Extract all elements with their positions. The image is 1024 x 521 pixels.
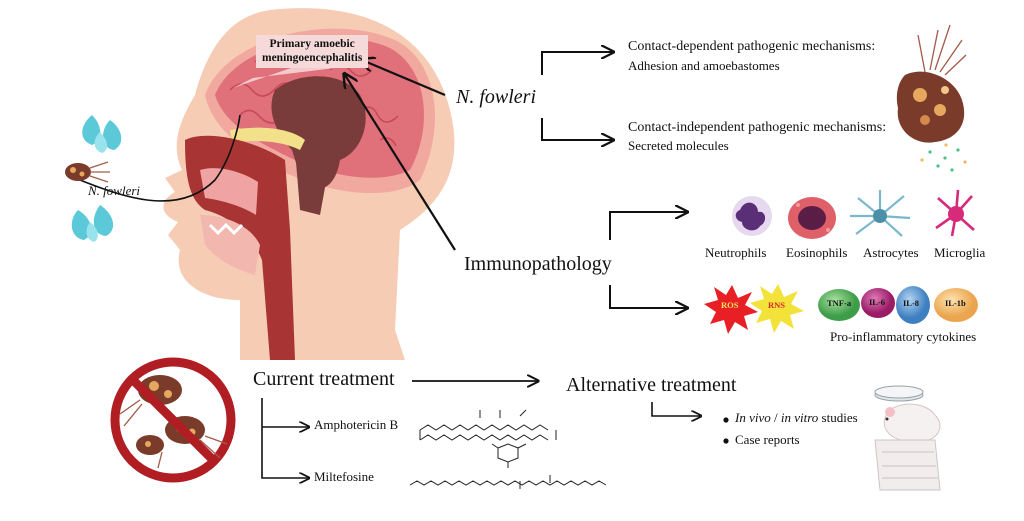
current-treatment-label: Current treatment xyxy=(253,368,395,390)
cell-label-neutrophils: Neutrophils xyxy=(705,245,767,260)
microglia-cell xyxy=(935,189,975,237)
bullet-2 xyxy=(723,438,729,444)
large-amoeba xyxy=(896,24,967,172)
arrow-immuno-to-brain xyxy=(345,75,456,251)
contact-independent-detail: Secreted molecules xyxy=(628,138,729,153)
head-illustration xyxy=(163,8,455,361)
arrow-organism-to-brain xyxy=(362,60,446,97)
il6-blob xyxy=(861,288,895,318)
alt-item-case-reports: Case reports xyxy=(735,432,800,447)
small-amoeba xyxy=(65,161,110,183)
cytokine-il6-label: IL-6 xyxy=(869,297,886,307)
water-drops-top xyxy=(82,115,122,153)
alt-in-vivo: In vivo xyxy=(735,410,771,425)
drug-amphotericin-label: Amphotericin B xyxy=(314,417,399,432)
water-drops-bottom xyxy=(71,205,114,242)
arrow-contact-independent xyxy=(541,118,612,140)
prohibition-sign xyxy=(110,357,236,483)
astrocyte-cell xyxy=(850,190,911,237)
organism-label: N. fowleri xyxy=(456,86,537,108)
disease-title-line1: Primary amoebic xyxy=(269,38,355,50)
miltefosine-structure xyxy=(409,475,607,489)
il1b-blob xyxy=(934,288,978,322)
cytokine-il8-label: IL-8 xyxy=(903,298,920,308)
disease-title: Primary amoebic meningoencephalitis xyxy=(256,35,369,68)
rns-label: RNS xyxy=(768,300,786,310)
il8-blob xyxy=(896,286,930,324)
amphotericin-structure xyxy=(419,409,557,468)
olfactory-bulb xyxy=(230,127,305,150)
spinal-cord xyxy=(295,150,330,215)
bullet-1 xyxy=(723,417,729,423)
contact-independent-title: Contact-independent pathogenic mechanism… xyxy=(628,120,887,135)
arrow-to-alternatives xyxy=(651,402,700,416)
eosinophil-cell xyxy=(788,197,836,239)
alt-studies-suffix: studies xyxy=(818,410,858,425)
lab-illustration xyxy=(874,385,941,491)
disease-title-line2: meningoencephalitis xyxy=(262,52,363,65)
cell-label-microglia: Microglia xyxy=(934,245,986,260)
brainstem xyxy=(271,76,366,189)
alt-in-vitro: in vitro xyxy=(780,410,819,425)
ros-burst xyxy=(704,285,758,334)
cytokines-caption: Pro-inflammatory cytokines xyxy=(830,329,977,344)
arrow-contact-dependent xyxy=(541,52,612,75)
cell-label-eosinophils: Eosinophils xyxy=(786,245,848,260)
alt-item-studies: In vivo / in vitro studies xyxy=(735,410,858,426)
organism-nose-label: N. fowleri xyxy=(88,183,141,198)
nose-path-curve xyxy=(79,114,241,202)
drug-miltefosine-label: Miltefosine xyxy=(314,469,374,484)
contact-dependent-title: Contact-dependent pathogenic mechanisms: xyxy=(628,39,876,54)
alt-separator: / xyxy=(770,410,781,425)
teeth xyxy=(208,222,244,236)
arrow-immune-cells xyxy=(609,212,686,240)
tnf-blob xyxy=(818,289,860,321)
arrow-to-miltefosine xyxy=(261,398,308,478)
cytokine-il1b-label: IL-1b xyxy=(945,298,966,308)
rns-burst xyxy=(750,284,804,333)
neutrophil-cell xyxy=(732,196,772,236)
contact-dependent-detail: Adhesion and amoebastomes xyxy=(628,58,780,73)
arrow-inflammatory-mediators xyxy=(609,285,686,308)
alternative-treatment-label: Alternative treatment xyxy=(566,374,737,396)
cell-label-astrocytes: Astrocytes xyxy=(863,245,919,260)
immunopathology-label: Immunopathology xyxy=(464,253,612,275)
cytokine-tnf-label: TNF-a xyxy=(827,298,852,308)
ros-label: ROS xyxy=(721,300,739,310)
